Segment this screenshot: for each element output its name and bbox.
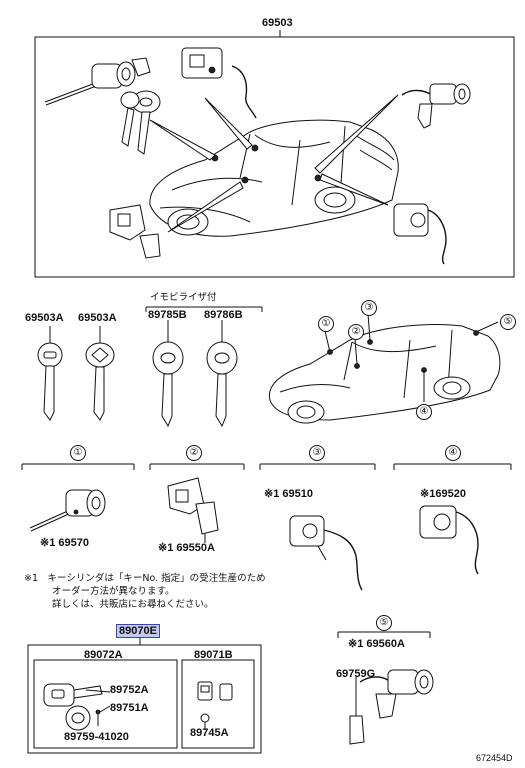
callout-1: ① <box>70 445 86 461</box>
label-89786b: 89786B <box>204 309 243 321</box>
mark-69520: ※1 <box>420 488 436 500</box>
label-89759: 89759-41020 <box>64 731 129 743</box>
note-mark: ※1 <box>24 573 39 584</box>
key-row-lines <box>145 306 263 312</box>
label-69570: 69570 <box>58 537 89 549</box>
callout-5-car: ⑤ <box>500 314 516 330</box>
note-line-1: キーシリンダは「キーNo. 指定」の受注生産のため <box>47 573 266 584</box>
label-89752a: 89752A <box>110 684 149 696</box>
label-69510: 69510 <box>282 488 313 500</box>
diagram-id: 672454D <box>476 753 513 763</box>
group4-door-lock <box>419 505 479 575</box>
kit-89071b-parts <box>197 681 233 730</box>
label-89751a: 89751A <box>110 702 149 714</box>
top-assembly-frame <box>34 36 515 278</box>
kit-key-head <box>65 705 111 731</box>
label-69550a: 69550A <box>176 542 215 554</box>
mark-69570: ※1 <box>40 537 56 549</box>
group3-door-lock <box>289 515 363 591</box>
top-keys <box>120 90 161 155</box>
label-89785b: 89785B <box>148 309 187 321</box>
key-89786b <box>206 320 238 428</box>
callout-1-car: ① <box>318 316 334 332</box>
group1-key-cylinder <box>29 489 106 532</box>
key-69503a-left <box>37 326 63 421</box>
callout-2: ② <box>186 445 202 461</box>
label-89072a: 89072A <box>84 649 123 661</box>
callout-2-car: ② <box>348 324 364 340</box>
label-69503: 69503 <box>262 17 293 29</box>
label-69503a-right: 69503A <box>78 312 117 324</box>
top-latch-right <box>393 203 447 265</box>
label-69503a-left: 69503A <box>25 312 64 324</box>
group5-lines <box>337 631 431 638</box>
label-89070e[interactable]: 89070E <box>116 624 160 638</box>
callout-4: ④ <box>445 445 461 461</box>
callout-5: ⑤ <box>376 615 392 631</box>
group-brackets <box>21 463 512 470</box>
note-line-3: 詳しくは、共販店にお尋ねください。 <box>52 599 214 610</box>
transponder-kit-lines <box>27 638 262 754</box>
label-69759g: 69759G <box>336 668 376 680</box>
group2-latch <box>167 477 219 543</box>
label-89071b: 89071B <box>194 649 233 661</box>
label-69520: 69520 <box>435 488 466 500</box>
callout-3: ③ <box>309 445 325 461</box>
label-immobilizer: イモビライザ付 <box>150 292 217 303</box>
top-leaders <box>149 94 399 233</box>
callout-3-car: ③ <box>361 300 377 316</box>
top-handle-mechanism <box>181 47 257 119</box>
mark-69510: ※1 <box>264 488 280 500</box>
callout-4-car: ④ <box>416 404 432 420</box>
label-69560a: 69560A <box>366 638 405 650</box>
top-key-cylinder <box>44 57 151 106</box>
label-89745a: 89745A <box>190 727 229 739</box>
note-line-2: オーダー方法が異なります。 <box>52 586 175 597</box>
key-69503a-right <box>85 326 115 421</box>
mark-69560a: ※1 <box>348 638 364 650</box>
key-89785b <box>152 320 184 428</box>
middle-car-illustration <box>268 313 501 424</box>
mark-69550a: ※1 <box>158 542 174 554</box>
kit-key-body <box>43 683 111 707</box>
top-latch-lower-left <box>109 204 161 259</box>
top-rear-lock <box>401 83 471 129</box>
group5-rear-lock <box>349 669 434 745</box>
